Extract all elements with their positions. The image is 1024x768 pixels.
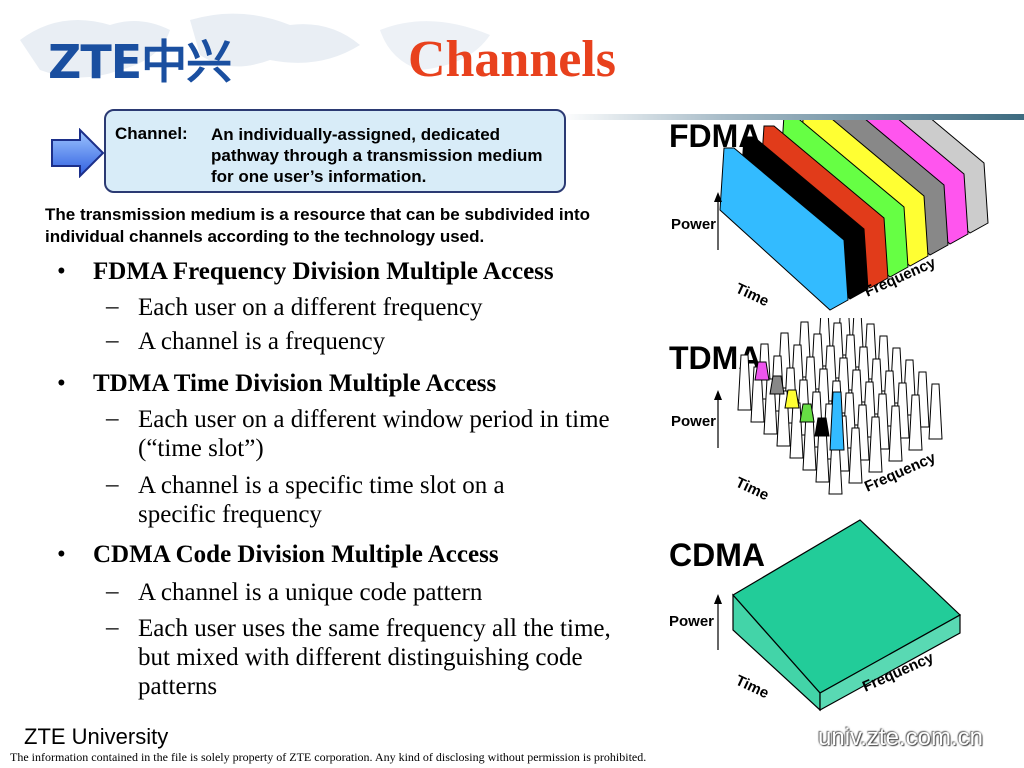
sub-item: A channel is a frequency: [138, 328, 386, 355]
axis-arrow-icon: [714, 192, 722, 202]
fdma-channel-ridge: [719, 147, 849, 311]
tdma-user-slot: [754, 361, 770, 381]
tdma-diagram: [714, 318, 943, 495]
title-rule: [560, 114, 1024, 120]
footer-organization: ZTE University: [24, 724, 169, 749]
definition-box: [104, 109, 566, 193]
fdma-channel-ridges: [719, 120, 989, 311]
arrow-right-icon: [51, 128, 105, 178]
bullet-heading-tdma: TDMA Time Division Multiple Access: [93, 370, 497, 397]
footer-disclaimer: The information contained in the file is…: [10, 750, 647, 764]
tdma-user-slot: [814, 417, 830, 437]
tdma-pulse: [908, 394, 923, 451]
cdma-right-face: [819, 613, 961, 712]
bullet-heading-fdma: FDMA Frequency Division Multiple Access: [93, 258, 554, 285]
sub-dash: –: [106, 471, 119, 498]
fdma-diagram: [714, 120, 989, 311]
tdma-pulse: [737, 354, 752, 411]
footer-url: univ.zte.com.cn: [818, 724, 983, 751]
axis-arrow-icon: [714, 594, 722, 604]
sub-dash: –: [106, 614, 119, 641]
bullet-heading-cdma: CDMA Code Division Multiple Access: [93, 541, 499, 568]
sub-dash: –: [106, 578, 119, 605]
sub-item: Each user on a different window period i…: [138, 406, 610, 462]
cdma-label: CDMA: [669, 537, 765, 573]
tdma-pulse: [868, 416, 883, 473]
sub-item: A channel is a specific time slot on a s…: [138, 472, 505, 528]
definition-text: An individually-assigned, dedicated path…: [211, 125, 543, 186]
bullet-dot: •: [57, 541, 66, 568]
page-title: Channels: [407, 31, 617, 88]
cdma-diagram: [714, 519, 962, 712]
bullet-dot: •: [57, 258, 66, 285]
definition-term: Channel:: [115, 124, 188, 143]
sub-item: A channel is a unique code pattern: [138, 579, 483, 606]
cdma-power-label: Power: [669, 613, 715, 630]
sub-item: Each user on a different frequency: [138, 294, 483, 321]
axis-arrow-icon: [714, 390, 722, 400]
tdma-pulse: [789, 402, 804, 459]
sub-item: Each user uses the same frequency all th…: [138, 615, 611, 700]
sub-dash: –: [106, 327, 119, 354]
tdma-user-slot: [784, 389, 800, 409]
tdma-user-slot: [829, 391, 845, 451]
tdma-pulse: [928, 383, 943, 440]
tdma-pulse: [848, 427, 863, 484]
world-map-background: [20, 13, 490, 78]
tdma-pulse: [888, 405, 903, 462]
sub-dash: –: [106, 293, 119, 320]
cdma-code-block: [732, 519, 962, 712]
bullet-dot: •: [57, 370, 66, 397]
tdma-time-slot-ridges: [737, 318, 943, 495]
sub-dash: –: [106, 405, 119, 432]
tdma-user-slot: [799, 403, 815, 423]
fdma-power-label: Power: [671, 216, 717, 233]
tdma-user-slot: [769, 375, 785, 395]
intro-text: The transmission medium is a resource th…: [45, 205, 591, 246]
tdma-power-label: Power: [671, 413, 717, 430]
zte-logo: ZTE中兴: [48, 35, 232, 89]
